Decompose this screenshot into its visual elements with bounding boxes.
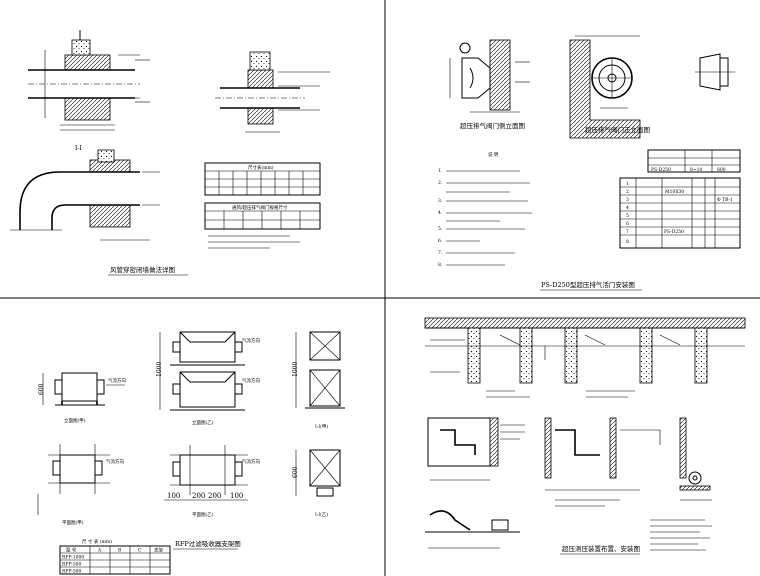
q3-dim-w100b: 100 xyxy=(230,492,243,500)
q2-part-7-spec: PS-D250 xyxy=(664,229,684,235)
q1-wall-duct-detail: Ⅰ-Ⅰ 风管穿密闭墙做法详图 xyxy=(10,30,330,276)
q4-caption: 超压测压装置布置、安装图 xyxy=(562,544,640,553)
q4-layout-drawings: 超压测压装置布置、安装图 xyxy=(424,317,746,555)
q2-part-2: 2 xyxy=(626,189,629,195)
q2-caption-right: 超压排气阀门正立面图 xyxy=(585,125,650,134)
q2-part-2-spec: M10X30 xyxy=(665,189,684,195)
q3-table-col-model: 型 号 xyxy=(66,547,77,554)
q3-view-label-6: Ⅰ-Ⅰ(乙) xyxy=(315,511,328,518)
q2-part-1: 1 xyxy=(626,181,629,187)
q3-view-label-1: 立面图(甲) xyxy=(64,417,86,424)
q3-table-col-b: B xyxy=(118,548,122,554)
q3-dim-w200a: 200 xyxy=(192,492,205,500)
q3-size-table: 尺 寸 表 (mm) 型 号 A B C 支架 RFP-1000 RFP-500… xyxy=(59,538,171,575)
q3-dim-h1: 600 xyxy=(38,383,45,395)
q3-view-label-5: 平面图(乙) xyxy=(192,511,214,518)
q3-caption: RFP过滤吸收器支架图 xyxy=(175,539,241,548)
q3-dim-h2-b: 1000 xyxy=(292,362,299,377)
q3-table-row-1: RFP-1000 xyxy=(62,555,84,561)
q2-note-7: 7. xyxy=(438,250,443,256)
q1-size-table: 尺寸表(mm) 通风/超压排气阀门规格尺寸 xyxy=(204,162,321,249)
q2-caption-left: 超压排气阀门侧立面图 xyxy=(460,121,525,130)
q2-part-5: 5 xyxy=(626,213,629,219)
q3-dim-h1-b: 600 xyxy=(292,466,299,478)
q3-table-header: 尺 寸 表 (mm) xyxy=(82,538,112,545)
q2-part-3-note: Φ TB-1 xyxy=(717,197,733,203)
q2-spec-pressure: 8~10 xyxy=(690,167,702,173)
q3-dim-w200b: 200 xyxy=(208,492,221,500)
q3-support-drawings: 600 气流方向 立面图(甲) 1000 气流方向 气流方向 立面图(乙) 10… xyxy=(37,331,345,550)
q2-part-8: 8 xyxy=(626,239,629,245)
q3-table-col-support: 支架 xyxy=(154,547,163,554)
q2-part-6: 6 xyxy=(626,221,629,227)
q2-tables: PS-D250 8~10 800 1 2 M10X30 3 Φ TB-1 4 5… xyxy=(540,149,741,291)
q2-spec-flow: 800 xyxy=(717,167,726,173)
q3-arrow-label-5: 气流方向 xyxy=(242,458,260,465)
q3-dim-w100a: 100 xyxy=(167,492,180,500)
q2-notes-title: 说 明 xyxy=(488,151,499,158)
q3-table-row-3: RFP-500 xyxy=(62,569,82,575)
q3-view-label-2: 立面图(乙) xyxy=(192,419,214,426)
q2-valve-drawings: 超压排气阀门侧立面图 超压排气阀门正立面图 xyxy=(449,35,735,139)
q2-notes: 说 明 1. 2. 3. 4. 5. 6. 7. 8. xyxy=(438,151,532,268)
q2-note-1: 1. xyxy=(438,168,443,174)
q2-bottom-caption: PS-D250型超压排气活门安装图 xyxy=(541,280,635,289)
q3-table-col-c: C xyxy=(138,548,142,554)
q2-note-4: 4. xyxy=(438,210,443,216)
q3-view-label-4: 平面图(甲) xyxy=(62,519,84,526)
q1-table-header: 尺寸表(mm) xyxy=(248,164,274,171)
q2-spec-model: PS-D250 xyxy=(651,167,671,173)
q3-arrow-label-4: 气流方向 xyxy=(106,458,124,465)
q2-part-4: 4 xyxy=(626,205,629,211)
q1-table-subheader: 通风/超压排气阀门规格尺寸 xyxy=(232,204,288,211)
q3-table-col-a: A xyxy=(97,548,102,554)
q3-arrow-label: 气流方向 xyxy=(108,377,126,384)
q2-note-6: 6. xyxy=(438,238,443,244)
q2-note-8: 8. xyxy=(438,262,443,268)
q2-note-3: 3. xyxy=(438,198,443,204)
q3-view-label-3: Ⅰ-Ⅰ(甲) xyxy=(315,423,328,430)
q1-section-label: Ⅰ-Ⅰ xyxy=(75,145,82,152)
q3-dim-h2: 1000 xyxy=(156,362,163,377)
q1-caption: 风管穿密闭墙做法详图 xyxy=(110,265,175,274)
q3-arrow-label-2: 气流方向 xyxy=(242,337,260,344)
q3-arrow-label-3: 气流方向 xyxy=(242,377,260,384)
q3-table-row-2: RFP-500 xyxy=(62,562,82,568)
q2-part-7: 7 xyxy=(626,229,629,235)
q2-part-3: 3 xyxy=(626,197,629,203)
q2-note-2: 2. xyxy=(438,180,443,186)
q2-note-5: 5. xyxy=(438,226,443,232)
